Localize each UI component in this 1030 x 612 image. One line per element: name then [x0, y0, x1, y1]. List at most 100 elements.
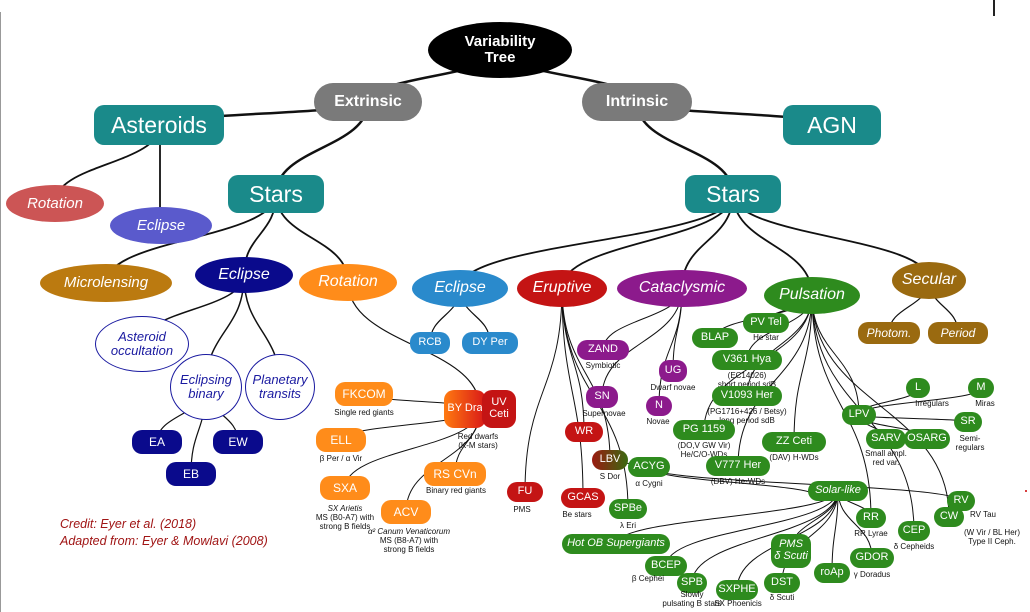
node-dst: DST [764, 573, 800, 593]
node-acyg: ACYG [628, 457, 670, 477]
connector-line [781, 489, 839, 584]
label-gdor: γ Doradus [853, 570, 891, 579]
label-cep: δ Cepheids [893, 542, 935, 551]
node-eclipse-asteroids: Eclipse [110, 207, 212, 244]
node-eruptive: Eruptive [517, 270, 607, 307]
node-planetary-transits: Planetary transits [245, 354, 315, 420]
label-ug: Dwarf novae [650, 383, 696, 392]
node-rs-cvn: RS CVn [424, 462, 486, 486]
label-dst: δ Scuti [769, 593, 795, 602]
node-rv: RV [947, 491, 975, 511]
adapted-from-line: Adapted from: Eyer & Mowlavi (2008) [60, 534, 268, 548]
label-acyg: α Cygni [635, 479, 663, 488]
label-rr: RR Lyrae [854, 529, 888, 538]
node-rotation-asteroids: Rotation [6, 185, 104, 222]
node-pulsation: Pulsation [764, 277, 860, 314]
node-secular: Secular [892, 262, 966, 299]
node-stars-extrinsic: Stars [228, 175, 324, 213]
label-n: Novae [646, 417, 670, 426]
node-acv: ACV [381, 500, 431, 524]
label-v361-hya: (EC14026)short period sdB [717, 371, 777, 389]
label-fkcom: Single red giants [334, 408, 394, 417]
label-v1093-her: (PG1716+426 / Betsy)long period sdB [707, 407, 787, 425]
connector-line [665, 489, 839, 567]
node-cw: CW [934, 507, 964, 527]
node-ew: EW [213, 430, 263, 454]
node-zz-ceti: ZZ Ceti [762, 432, 826, 452]
node-intrinsic: Intrinsic [582, 83, 692, 121]
node-roap: roAp [814, 563, 850, 583]
node-wr: WR [565, 422, 603, 442]
node-rotation-stars: Rotation [299, 264, 397, 301]
node-rcb: RCB [410, 332, 450, 354]
scroll-indicator [993, 0, 995, 16]
node-l: L [906, 378, 930, 398]
node-eclipsing-binary: Eclipsing binary [170, 354, 242, 420]
node-zand: ZAND [577, 340, 629, 360]
node-eclipse-stars: Eclipse [195, 257, 293, 293]
node-fu: FU [507, 482, 543, 502]
node-extrinsic: Extrinsic [314, 83, 422, 121]
label-sarv: Small ampl.red var. [865, 449, 907, 467]
connector-line [811, 294, 872, 519]
node-fkcom: FKCOM [335, 382, 393, 406]
node-n: N [646, 396, 672, 416]
label-zz-ceti: (DAV) H-WDs [769, 453, 819, 462]
connector-line [811, 294, 950, 518]
label-by-dra: Red dwarfs(K-M stars) [457, 432, 499, 450]
node-sn: SN [586, 386, 618, 408]
connector-line [561, 287, 584, 499]
label-l: Irregulars [915, 399, 949, 408]
node-microlensing: Microlensing [40, 264, 172, 302]
node-ell: ELL [316, 428, 366, 452]
connector-line [691, 489, 839, 584]
node-asteroid-occultation: Asteroid occultation [95, 316, 189, 372]
node-asteroids: Asteroids [94, 105, 224, 145]
red-mark [1025, 490, 1027, 492]
node-solar-like: Solar-like [808, 481, 868, 501]
connector-line [793, 294, 813, 443]
node-lpv: LPV [842, 405, 876, 425]
credit-line: Credit: Eyer et al. (2018) [60, 517, 197, 531]
node-gcas: GCAS [561, 488, 605, 508]
node-agn: AGN [783, 105, 881, 145]
node-blap: BLAP [692, 328, 738, 348]
node-sarv: SARV [866, 429, 906, 449]
root-variability-tree: Variability Tree [428, 22, 572, 78]
node-v361-hya: V361 Hya [712, 350, 782, 370]
node-bcep: BCEP [645, 556, 687, 576]
node-ea: EA [132, 430, 182, 454]
left-edge [0, 12, 1, 612]
label-fu: PMS [513, 505, 531, 514]
connector-line [831, 489, 839, 574]
label-rs-cvn: Binary red giants [425, 486, 487, 495]
node-osarg: OSARG [904, 429, 950, 449]
node-rr: RR [856, 508, 886, 528]
node-eb: EB [166, 462, 216, 486]
node-pv-tel: PV Tel [743, 313, 789, 333]
node-spbe: SPBe [609, 499, 647, 519]
label-rv: RV Tau [970, 510, 996, 519]
label-bcep: β Cephei [631, 574, 665, 583]
label-cw: (W Vir / BL Her)Type II Ceph. [963, 528, 1020, 546]
node-sr: SR [954, 412, 982, 432]
label-zand: Symbiotic [585, 361, 621, 370]
node-sxphe: SXPHE [716, 580, 758, 600]
node-eclipse-intrinsic: Eclipse [412, 270, 508, 307]
node-hot-ob-supergiants: Hot OB Supergiants [562, 534, 670, 554]
node-period: Period [928, 322, 988, 344]
node-by-dra: BY Dra [444, 390, 486, 428]
node-pg1159: PG 1159 [673, 420, 735, 440]
label-pv-tel: He star [753, 333, 779, 342]
connector-line [648, 466, 961, 502]
node-photom: Photom. [858, 322, 920, 344]
connector-line [737, 294, 813, 467]
label-spbe: λ Eri [620, 521, 636, 530]
label-sxphe: SX Phoenicis [714, 599, 762, 608]
node-pms-delta-scuti: PMS δ Scuti [771, 534, 811, 568]
node-dy-per: DY Per [462, 332, 518, 354]
node-gdor: GDOR [850, 548, 894, 568]
